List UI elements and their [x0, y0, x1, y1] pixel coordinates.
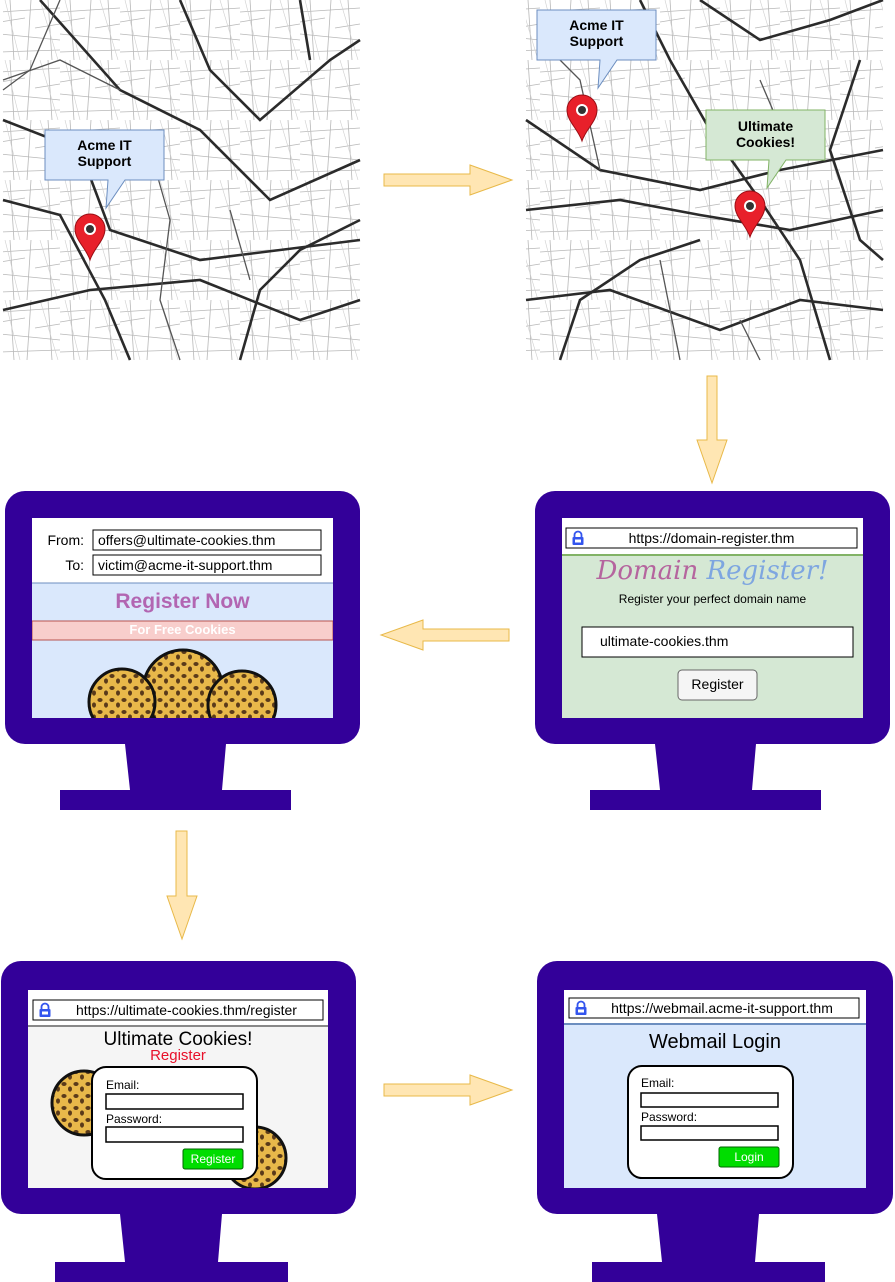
email-to-label: To: [65, 557, 84, 573]
map-2-label-cookies: Ultimate Cookies! [735, 118, 796, 150]
webmail-login-button[interactable]: Login [734, 1150, 764, 1164]
cookie-email-field[interactable] [106, 1094, 243, 1109]
map-2-callout-acme [536, 9, 657, 90]
webmail-title: Webmail Login [649, 1031, 781, 1053]
email-from-value[interactable]: offers@ultimate-cookies.thm [98, 532, 276, 548]
cookie-register-button[interactable]: Register [190, 1152, 236, 1166]
map-2-major-roads [525, 0, 884, 361]
cookie-email-label: Email: [106, 1078, 140, 1092]
domain-register-url[interactable]: https://domain-register.thm [628, 530, 795, 546]
email-headline: Register Now [115, 590, 250, 613]
monitor-cookie-register [1, 961, 356, 1282]
monitor-webmail [537, 961, 893, 1282]
cookie-register-subtitle: Register [150, 1047, 206, 1064]
webmail-email-field[interactable] [641, 1093, 778, 1107]
webmail-password-field[interactable] [641, 1126, 778, 1140]
map-2-callout-cookies [705, 109, 826, 190]
cookies-illustration [87, 648, 278, 718]
location-pin-icon [74, 213, 106, 262]
arrow-email-to-cookie [166, 830, 198, 941]
map-1-callout [44, 129, 165, 210]
domain-register-title-part2: Register! [706, 556, 829, 586]
arrow-cookie-to-webmail [383, 1074, 514, 1106]
lock-icon [39, 1002, 51, 1017]
lock-icon [572, 530, 584, 545]
cookie-password-label: Password: [106, 1112, 163, 1126]
map-1-label: Acme IT Support [77, 137, 132, 169]
location-pin-icon [566, 94, 598, 143]
arrow-map1-to-map2 [383, 164, 514, 196]
domain-register-title-part1: Domain [596, 556, 699, 586]
cookie-register-title: Ultimate Cookies! [103, 1029, 253, 1050]
domain-register-subtitle: Register your perfect domain name [618, 592, 807, 606]
location-pin-icon [734, 190, 766, 239]
webmail-url[interactable]: https://webmail.acme-it-support.thm [611, 1000, 833, 1016]
email-from-label: From: [47, 532, 84, 548]
email-banner: For Free Cookies [129, 622, 236, 637]
monitor-domain-register [535, 491, 890, 810]
cookie-register-url[interactable]: https://ultimate-cookies.thm/register [76, 1002, 297, 1018]
webmail-password-label: Password: [641, 1110, 698, 1124]
domain-register-title: Domain Register! [562, 556, 863, 586]
domain-register-button[interactable]: Register [691, 676, 744, 692]
map-2 [525, 0, 884, 361]
email-to-value[interactable]: victim@acme-it-support.thm [98, 557, 273, 573]
arrow-map2-to-register [696, 375, 728, 485]
map-2-label-acme: Acme IT Support [569, 17, 624, 49]
webmail-email-label: Email: [641, 1076, 675, 1090]
lock-icon [575, 1000, 587, 1015]
cookie-password-field[interactable] [106, 1127, 243, 1142]
monitor-email [5, 491, 360, 810]
domain-input[interactable]: ultimate-cookies.thm [600, 633, 729, 649]
arrow-register-to-email [379, 619, 510, 651]
